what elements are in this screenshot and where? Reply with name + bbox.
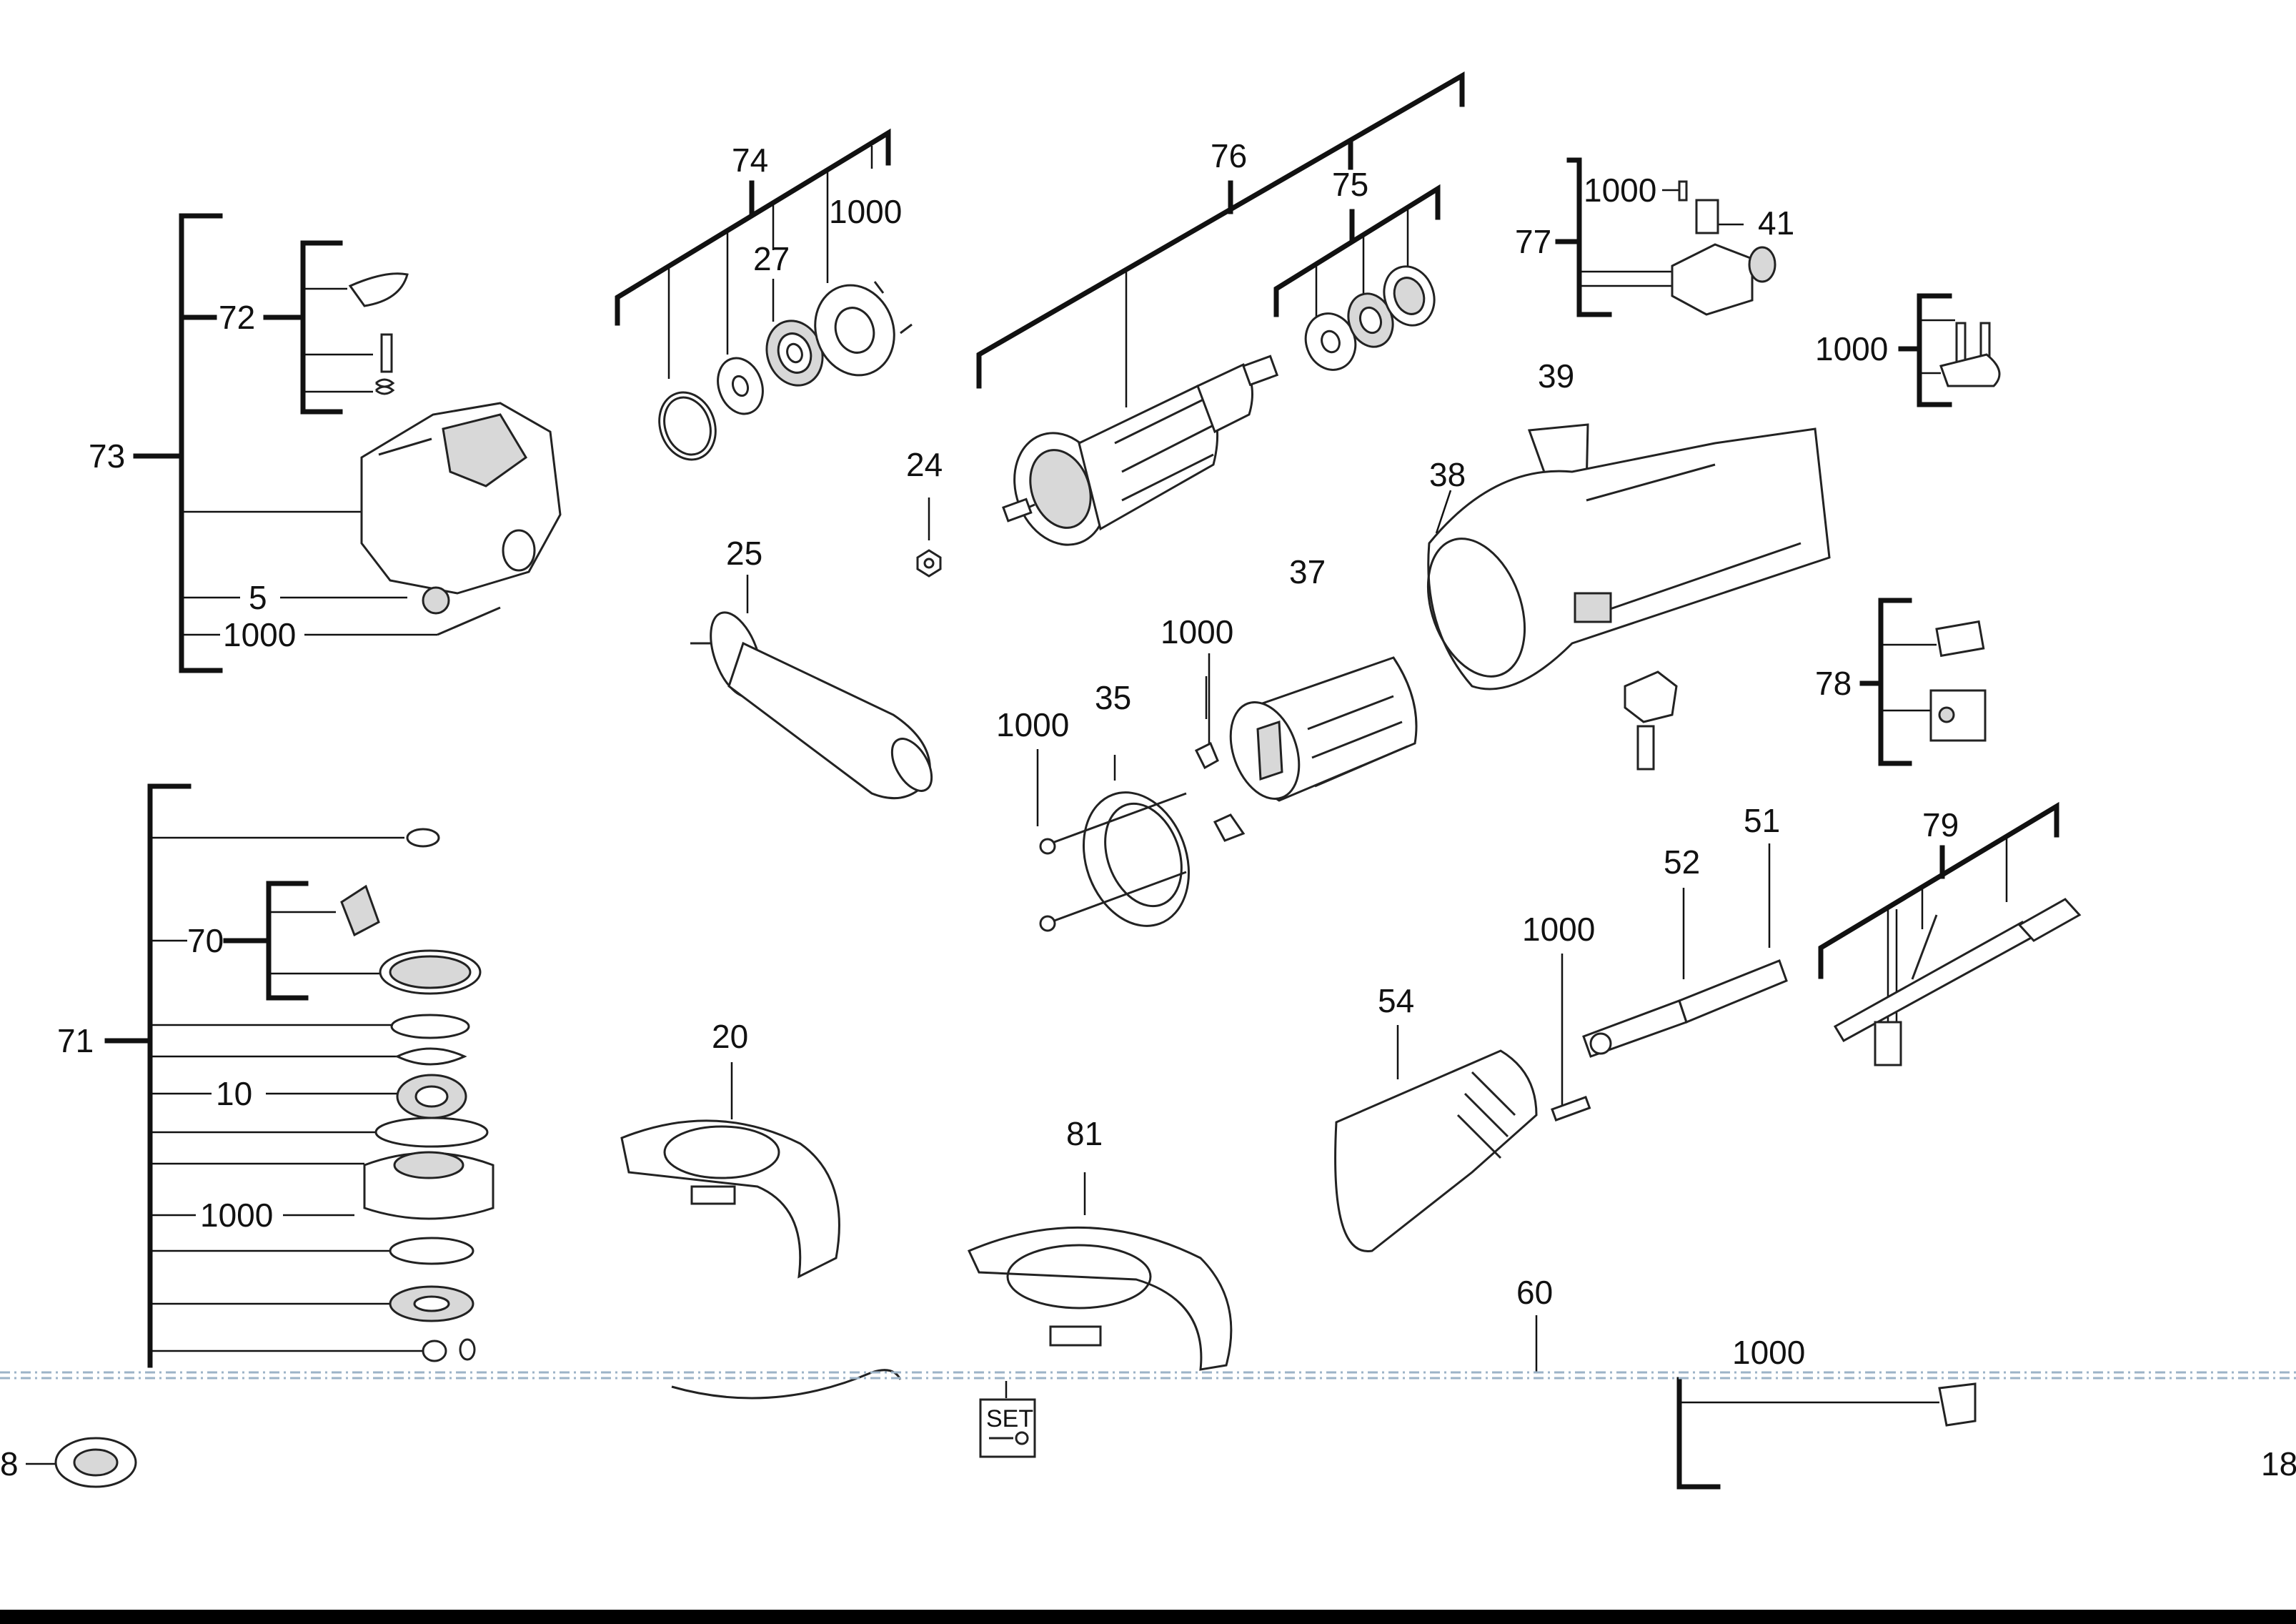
fan-baffle-35 bbox=[1039, 741, 1246, 932]
callout-60: 60 bbox=[1516, 1274, 1553, 1311]
callout-70: 70 bbox=[187, 922, 224, 959]
set-label: SET bbox=[986, 1405, 1033, 1432]
switch-rod-79 bbox=[1833, 898, 2082, 1066]
rear-cap-54 bbox=[1334, 1049, 1591, 1252]
wheel-guard-20 bbox=[620, 1119, 840, 1279]
callout-1000-f: 1000 bbox=[996, 706, 1069, 743]
bearing-plate-part bbox=[814, 281, 913, 377]
callout-10: 10 bbox=[216, 1075, 252, 1112]
motor-housing-38 bbox=[1426, 427, 1831, 771]
callout-27: 27 bbox=[753, 240, 790, 277]
callout-1000-i: 1000 bbox=[1732, 1334, 1805, 1371]
callout-71: 71 bbox=[57, 1022, 94, 1059]
cord-52-51 bbox=[1582, 959, 1788, 1058]
bracket-71 bbox=[104, 783, 429, 1368]
callout-76: 76 bbox=[1211, 137, 1247, 174]
bearing-75-a bbox=[1304, 312, 1357, 371]
side-handle-25 bbox=[690, 611, 933, 800]
callout-1000-g: 1000 bbox=[1522, 911, 1595, 948]
callout-41: 41 bbox=[1758, 204, 1794, 242]
callout-51: 51 bbox=[1744, 802, 1780, 839]
set-kit bbox=[979, 1398, 1036, 1458]
callout-labels: 74 76 75 77 1000 41 27 1000 1000 73 72 5… bbox=[0, 137, 2296, 1482]
scan-band bbox=[0, 1371, 2296, 1380]
bracket-73 bbox=[133, 213, 437, 673]
callout-1000-b: 1000 bbox=[829, 193, 902, 230]
callout-25: 25 bbox=[726, 535, 762, 572]
callout-39: 39 bbox=[1538, 357, 1574, 395]
bracket-75 bbox=[1273, 184, 1441, 317]
callout-72: 72 bbox=[219, 299, 255, 336]
o-ring-part bbox=[658, 391, 717, 461]
callout-79: 79 bbox=[1922, 806, 1959, 843]
bolt-60 bbox=[1938, 1382, 1977, 1427]
callout-1000-c: 1000 bbox=[1815, 330, 1888, 367]
callout-18: 18 bbox=[2261, 1445, 2296, 1482]
callout-54: 54 bbox=[1378, 982, 1414, 1019]
callout-75: 75 bbox=[1332, 166, 1368, 203]
bracket-78 bbox=[1859, 598, 1937, 766]
callout-35: 35 bbox=[1095, 679, 1131, 716]
gear-head-parts-71 bbox=[340, 828, 495, 1362]
callout-5: 5 bbox=[249, 579, 267, 616]
bottom-bar bbox=[0, 1610, 2296, 1624]
flange-nut-18 bbox=[54, 1437, 137, 1488]
bearing-75-c bbox=[1383, 265, 1436, 327]
gear-housing-73 bbox=[360, 402, 562, 636]
bearing-75-b bbox=[1347, 292, 1394, 348]
armature-part bbox=[1002, 355, 1279, 546]
bracket-70 bbox=[223, 881, 383, 1001]
parts-72 bbox=[348, 272, 409, 395]
callout-24: 24 bbox=[906, 446, 943, 483]
callout-78: 78 bbox=[1815, 665, 1852, 702]
callout-37: 37 bbox=[1289, 553, 1326, 590]
callout-20: 20 bbox=[712, 1018, 748, 1055]
nut-24 bbox=[916, 549, 942, 578]
callout-1000-h: 1000 bbox=[200, 1197, 273, 1234]
bracket-1000-right bbox=[1898, 293, 1955, 407]
callout-38: 38 bbox=[1429, 456, 1466, 493]
callout-74: 74 bbox=[732, 142, 768, 179]
callout-77: 77 bbox=[1515, 223, 1551, 260]
washer-part bbox=[717, 357, 764, 415]
stator-37 bbox=[1229, 656, 1418, 802]
bracket-1000-bottom bbox=[1676, 1377, 1939, 1490]
spanner-part bbox=[671, 1369, 902, 1400]
callout-1000-a: 1000 bbox=[1584, 172, 1656, 209]
callout-1000-e: 1000 bbox=[1161, 613, 1233, 650]
bracket-77 bbox=[1555, 157, 1744, 317]
callout-73: 73 bbox=[89, 437, 125, 475]
switch-78 bbox=[1929, 620, 1987, 742]
callout-8: 8 bbox=[0, 1445, 19, 1482]
brush-holder-77 bbox=[1671, 180, 1776, 316]
callout-52: 52 bbox=[1664, 843, 1700, 881]
callout-81: 81 bbox=[1066, 1115, 1103, 1152]
screws-right bbox=[1939, 322, 2001, 387]
bracket-72 bbox=[263, 240, 373, 415]
leaders bbox=[26, 490, 1771, 1465]
callout-1000-d: 1000 bbox=[223, 616, 296, 653]
bracket-76 bbox=[976, 71, 1465, 407]
wheel-guard-81 bbox=[967, 1226, 1233, 1371]
bracket-74 bbox=[615, 128, 891, 379]
